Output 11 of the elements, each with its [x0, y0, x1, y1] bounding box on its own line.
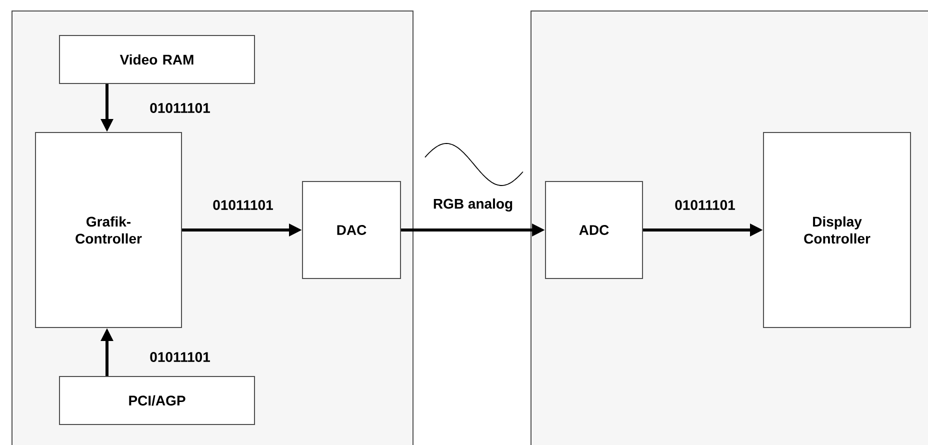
- edge-label: 01011101: [212, 199, 274, 211]
- block-box: Video RAM: [59, 35, 255, 84]
- block-box: PCI/AGP: [59, 376, 255, 425]
- block-box: Display Controller: [763, 132, 911, 328]
- block-box: ADC: [545, 181, 643, 279]
- edge-label: 01011101: [148, 351, 212, 363]
- block-box: Grafik-Controller: [35, 132, 182, 328]
- edge-label: 01011101: [148, 102, 212, 114]
- edge-label: RGB analog: [432, 197, 514, 213]
- block-box: DAC: [302, 181, 401, 279]
- edge-label: 01011101: [674, 199, 736, 211]
